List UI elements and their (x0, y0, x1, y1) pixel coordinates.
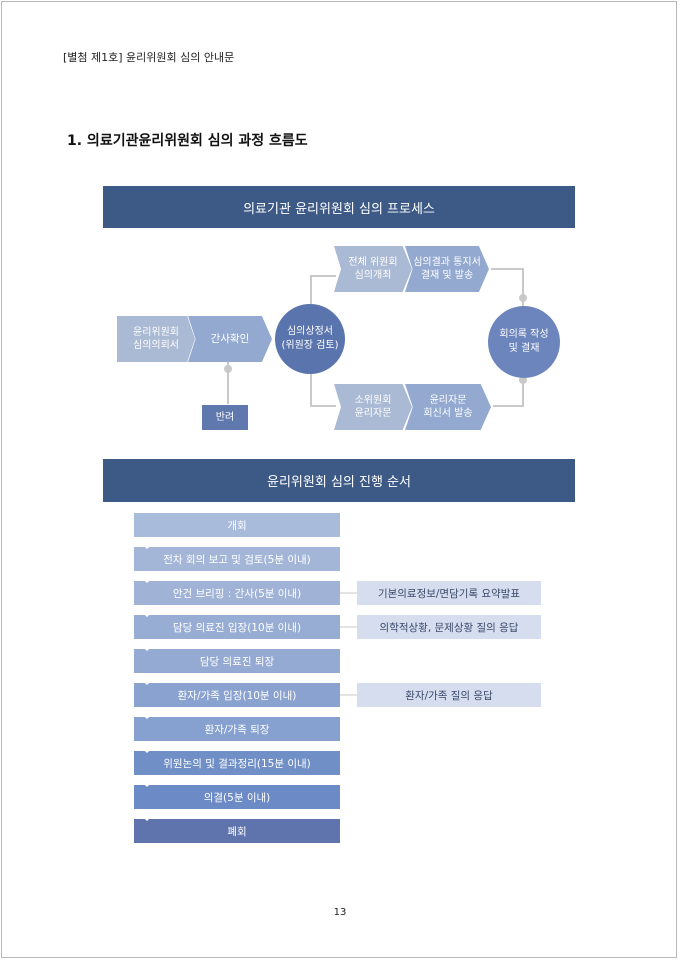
reject-box: 반려 (202, 405, 248, 430)
process-banner: 의료기관 윤리위원회 심의 프로세스 (103, 186, 575, 228)
step-arrow (134, 605, 160, 617)
step-resolution: 의결(5분 이내) (134, 785, 340, 809)
connector-notice-to-minutes (491, 268, 524, 306)
connector-to-full-committee (310, 275, 336, 304)
subcommittee-shape: 소위원회 윤리자문 (334, 384, 412, 430)
result-notice-shape: 심의결과 통지서 결재 및 발송 (405, 246, 489, 292)
connector-dot (224, 365, 232, 373)
minutes-circle: 회의록 작성 및 결재 (488, 306, 560, 378)
connector-dot (519, 376, 527, 384)
step-opening: 개회 (134, 513, 340, 537)
step-medical-staff-exit: 담당 의료진 퇴장 (134, 649, 340, 673)
page-number: 13 (333, 907, 347, 918)
step-previous-meeting-report: 전차 회의 보고 및 검토(5분 이내) (134, 547, 340, 571)
step-patient-family-exit: 환자/가족 퇴장 (134, 717, 340, 741)
step-arrow (134, 741, 160, 753)
step-arrow (134, 673, 160, 685)
step-patient-family-entry: 환자/가족 입장(10분 이내) (134, 683, 340, 707)
review-circle: 심의상정서 (위원장 검토) (275, 304, 345, 374)
step-arrow (134, 571, 160, 583)
attachment-header: [별첨 제1호] 윤리위원회 심의 안내문 (63, 51, 235, 64)
secretary-check-shape: 간사확인 (188, 316, 272, 362)
note-patient-family-qa: 환자/가족 질의 응답 (357, 683, 541, 707)
note-briefing-summary: 기본의료정보/면담기록 요약발표 (357, 581, 541, 605)
step-arrow (134, 537, 160, 549)
note-medical-qa: 의학적상황, 문제상황 질의 응답 (357, 615, 541, 639)
advisory-reply-shape: 윤리자문 회신서 발송 (405, 384, 491, 430)
connector-to-subcommittee (310, 371, 336, 407)
connector-dot (519, 294, 527, 302)
full-committee-shape: 전체 위원회 심의개최 (334, 246, 412, 292)
request-form-shape: 윤리위원회 심의의뢰서 (117, 316, 195, 362)
step-arrow (134, 707, 160, 719)
step-committee-discussion: 위원논의 및 결과정리(15분 이내) (134, 751, 340, 775)
step-agenda-briefing: 안건 브리핑 : 간사(5분 이내) (134, 581, 340, 605)
step-arrow (134, 809, 160, 821)
step-arrow (134, 639, 160, 651)
step-arrow (134, 775, 160, 787)
section-title: 1. 의료기관윤리위원회 심의 과정 흐름도 (67, 133, 308, 149)
sequence-banner: 윤리위원회 심의 진행 순서 (103, 459, 575, 502)
step-closing: 폐회 (134, 819, 340, 843)
step-medical-staff-entry: 담당 의료진 입장(10분 이내) (134, 615, 340, 639)
